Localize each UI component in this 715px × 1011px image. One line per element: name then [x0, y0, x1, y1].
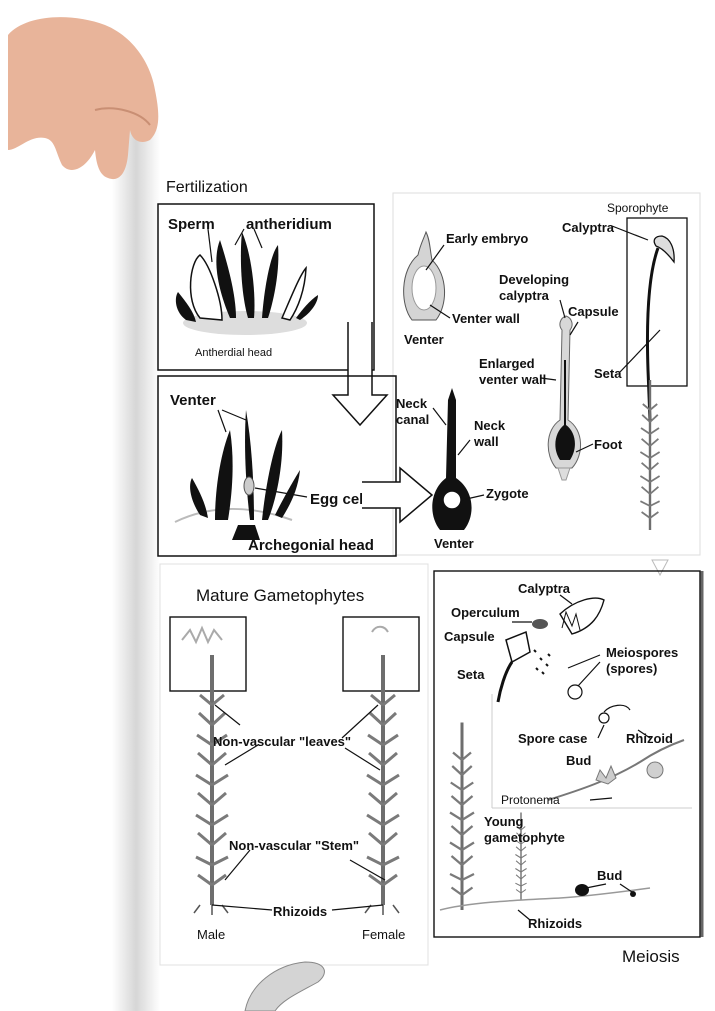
label-protonema: Protonema [501, 793, 560, 807]
label-capsule: Capsule [568, 304, 619, 319]
label-enlarged-2: venter wall [479, 372, 546, 387]
young-gametophyte-drawing [440, 723, 650, 921]
male-gametophyte-drawing [170, 617, 246, 915]
heading-fertilization: Fertilization [166, 179, 248, 196]
label-neck-wall-2: wall [473, 434, 499, 449]
label-meiospores-1: Meiospores [606, 645, 678, 660]
label-egg-cell: Egg cell [310, 491, 368, 508]
label-antheridium: antheridium [246, 216, 332, 233]
label-zygote: Zygote [486, 486, 529, 501]
label-venter: Venter [170, 392, 216, 409]
label-bud-1: Bud [566, 753, 591, 768]
developing-calyptra-drawing [541, 300, 593, 480]
label-neck-wall-1: Neck [474, 418, 506, 433]
label-female: Female [362, 927, 405, 942]
label-venter-bottom: Venter [434, 536, 474, 551]
sporophyte-drawing [612, 218, 687, 530]
label-developing-2: calyptra [499, 288, 550, 303]
label-venter-wall: Venter wall [452, 311, 520, 326]
label-meiospores-2: (spores) [606, 661, 657, 676]
label-sporophyte: Sporophyte [607, 201, 669, 215]
label-neck-canal-1: Neck [396, 396, 428, 411]
label-rhizoid: Rhizoid [626, 731, 673, 746]
arrow-right-icon [362, 468, 432, 522]
label-calyptra-meiosis: Calyptra [518, 581, 571, 596]
label-non-vascular-stem: Non-vascular "Stem" [229, 838, 359, 853]
label-enlarged-1: Enlarged [479, 356, 535, 371]
arrow-down-icon [333, 322, 387, 425]
early-embryo-drawing [404, 232, 450, 320]
label-rhizoids-young: Rhizoids [528, 916, 582, 931]
protonema-blob [245, 962, 324, 1011]
label-neck-canal-2: canal [396, 412, 429, 427]
arrow-small-icon [652, 560, 668, 575]
label-antherdial-head: Antherdial head [195, 347, 272, 359]
label-capsule-meiosis: Capsule [444, 629, 495, 644]
label-rhizoids-mature: Rhizoids [273, 904, 327, 919]
heading-meiosis: Meiosis [622, 947, 680, 966]
label-archegonial-head: Archegonial head [248, 537, 374, 554]
heading-mature-gametophytes: Mature Gametophytes [196, 586, 364, 605]
label-young-2: gametophyte [484, 830, 565, 845]
label-developing-1: Developing [499, 272, 569, 287]
label-seta-meiosis: Seta [457, 667, 485, 682]
female-gametophyte-drawing [343, 617, 419, 915]
label-spore-case: Spore case [518, 731, 587, 746]
zygote-drawing [432, 388, 484, 530]
label-calyptra-top: Calyptra [562, 220, 615, 235]
label-bud-2: Bud [597, 868, 622, 883]
label-foot: Foot [594, 437, 623, 452]
label-seta: Seta [594, 366, 622, 381]
label-early-embryo: Early embryo [446, 231, 528, 246]
paper-strip-shadow [112, 130, 160, 1011]
label-non-vascular-leaves: Non-vascular "leaves" [213, 734, 351, 749]
label-operculum: Operculum [451, 605, 520, 620]
label-venter-top: Venter [404, 332, 444, 347]
label-young-1: Young [484, 814, 524, 829]
label-sperm: Sperm [168, 216, 215, 233]
label-male: Male [197, 927, 225, 942]
